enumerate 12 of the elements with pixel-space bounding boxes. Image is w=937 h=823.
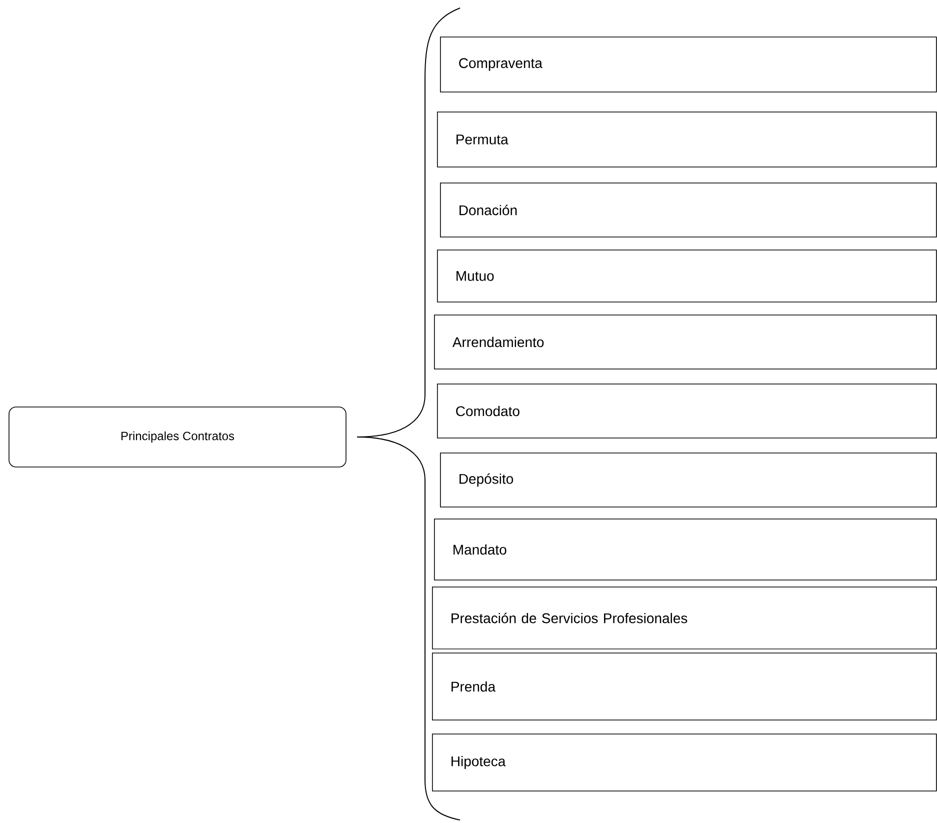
contract-box: Compraventa	[440, 36, 937, 92]
contract-box: Mutuo	[437, 250, 937, 302]
contract-box: Arrendamiento	[434, 314, 937, 370]
contract-box: Hipoteca	[432, 734, 937, 792]
contract-box: Comodato	[437, 384, 937, 438]
root-box: Principales Contratos	[8, 406, 346, 468]
contract-box: Depósito	[440, 452, 937, 508]
contract-box: Prenda	[432, 652, 937, 720]
contract-box: Donación	[440, 182, 937, 238]
contract-box: Prestación de Servicios Profesionales	[432, 586, 937, 650]
contract-box: Mandato	[434, 518, 937, 580]
contract-box: Permuta	[437, 112, 937, 168]
